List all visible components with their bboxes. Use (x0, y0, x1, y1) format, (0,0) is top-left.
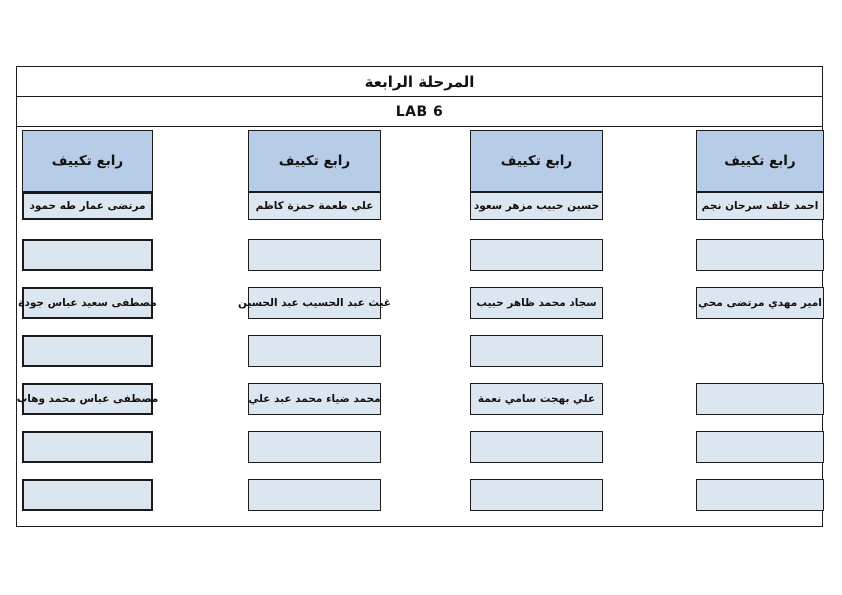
empty-seat-cell (470, 335, 603, 367)
empty-seat-cell (22, 335, 153, 367)
empty-seat-cell (248, 239, 381, 271)
empty-seat-cell (696, 383, 824, 415)
column-header: رابع تكييف (248, 130, 381, 192)
empty-seat-cell (22, 239, 153, 271)
empty-seat-cell (696, 239, 824, 271)
student-name-cell: محمد ضياء محمد عبد علي (248, 383, 381, 415)
student-name-cell: علي طعمة حمزة كاظم (248, 192, 381, 220)
column-header: رابع تكييف (470, 130, 603, 192)
empty-seat-cell (696, 479, 824, 511)
student-name-cell: احمد خلف سرحان نجم (696, 192, 824, 220)
page-title: المرحلة الرابعة (17, 67, 822, 97)
student-name-cell: حسين حبيب مزهر سعود (470, 192, 603, 220)
student-name-cell: مرتضى عمار طه حمود (22, 192, 153, 220)
empty-seat-cell (22, 479, 153, 511)
lab-subtitle: LAB 6 (17, 97, 822, 127)
student-name-cell: غيث عبد الحسيب عبد الحسين (238, 287, 391, 319)
column-header: رابع تكييف (22, 130, 153, 192)
student-name-cell: علي بهجت سامي نعمة (470, 383, 603, 415)
empty-seat-cell (248, 479, 381, 511)
student-name-cell: امير مهدي مرتضى محي (696, 287, 824, 319)
student-name-cell: مصطفى سعيد عباس جودة (18, 287, 157, 319)
student-name-cell: سجاد محمد ظاهر حبيب (470, 287, 603, 319)
student-name-cell: مصطفى عباس محمد وهاب (17, 383, 158, 415)
empty-seat-cell (470, 239, 603, 271)
empty-seat-cell (470, 479, 603, 511)
empty-seat-cell (22, 431, 153, 463)
column-header: رابع تكييف (696, 130, 824, 192)
empty-seat-cell (248, 431, 381, 463)
empty-seat-cell (248, 335, 381, 367)
empty-seat-cell (470, 431, 603, 463)
empty-seat-cell (696, 431, 824, 463)
